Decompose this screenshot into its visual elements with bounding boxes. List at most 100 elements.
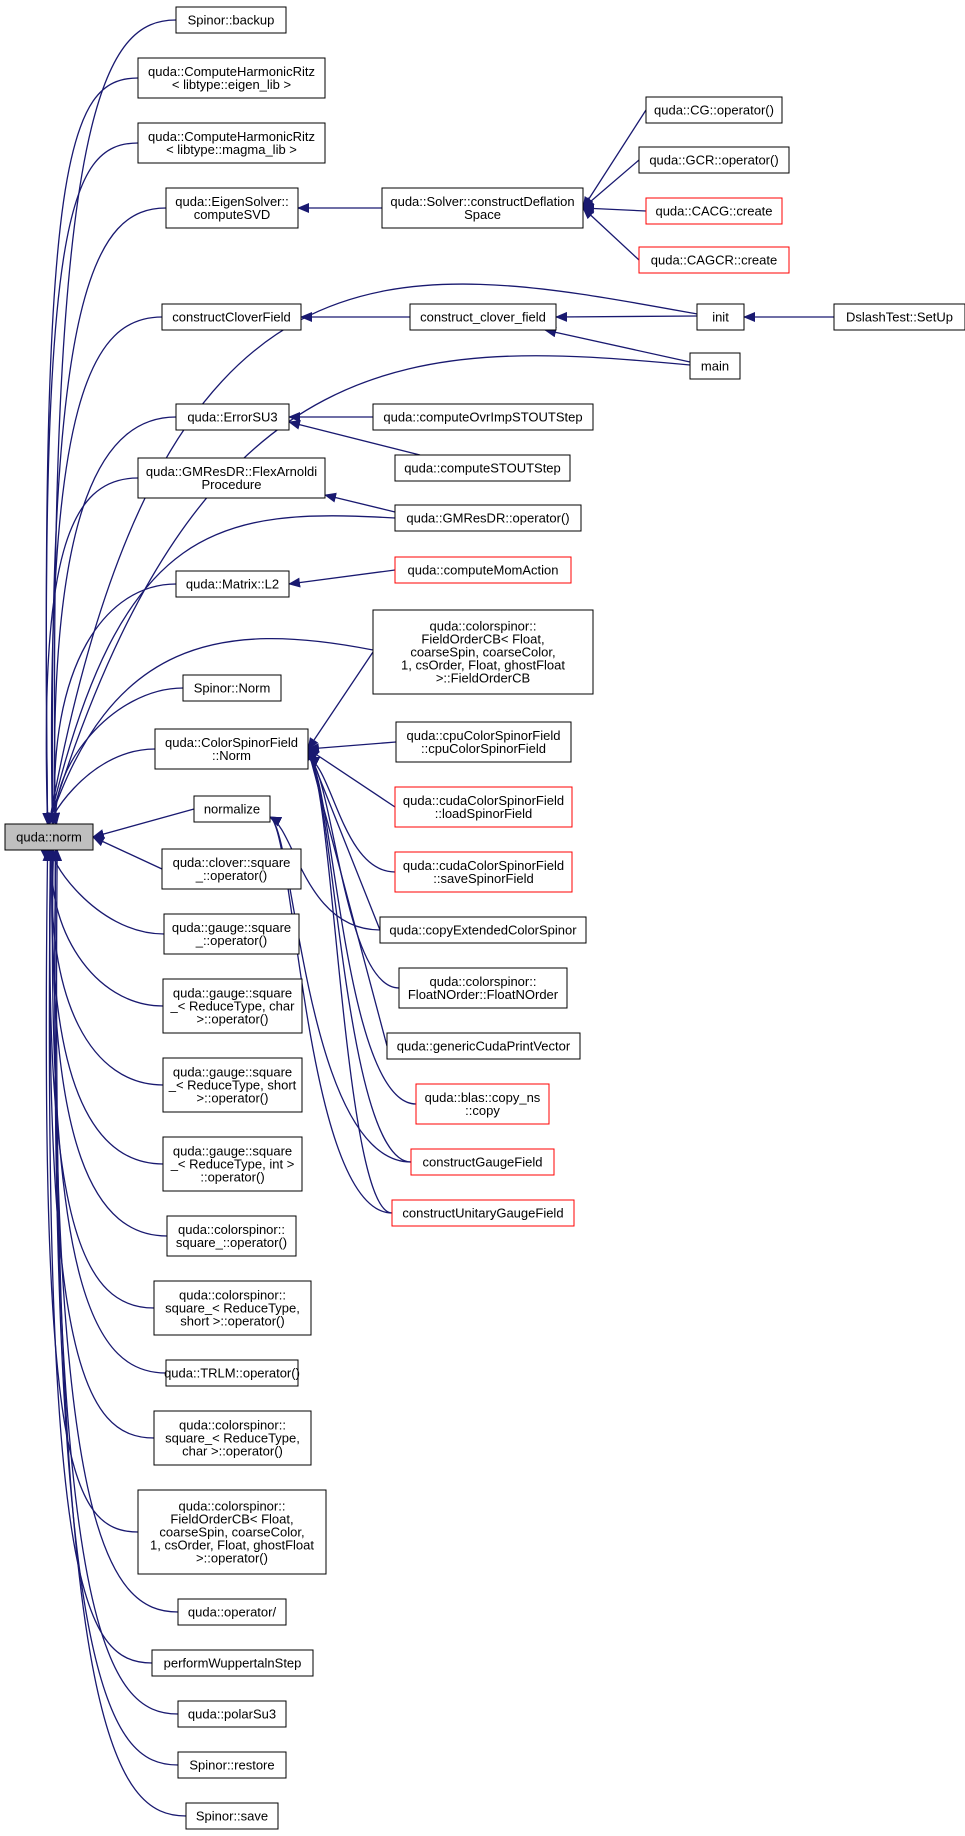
- node-construct-clover-field[interactable]: construct_clover_field: [409, 303, 557, 331]
- node-box: [386, 1032, 581, 1060]
- node-quda-computeharmonicritz-libtype-eigen-lib[interactable]: quda::ComputeHarmonicRitz< libtype::eige…: [137, 57, 326, 99]
- node-normalize[interactable]: normalize: [193, 795, 271, 823]
- node-box: [394, 556, 572, 584]
- node-quda-operator[interactable]: quda::operator/: [177, 1598, 287, 1626]
- node-quda-errorsu3[interactable]: quda::ErrorSU3: [175, 403, 290, 431]
- node-quda-computeharmonicritz-libtype-magma-lib[interactable]: quda::ComputeHarmonicRitz< libtype::magm…: [137, 122, 326, 164]
- node-label: quda::GMResDR::operator(): [406, 511, 569, 526]
- edge-n26-to-n24: [307, 748, 396, 808]
- node-label: quda::colorspinor::: [179, 1288, 286, 1303]
- node-box: [415, 1083, 550, 1125]
- node-quda-trlm-operator[interactable]: quda::TRLM::operator(): [164, 1359, 300, 1387]
- node-label: _::operator(): [195, 868, 268, 883]
- node-constructcloverfield[interactable]: constructCloverField: [161, 303, 302, 331]
- node-box: [182, 674, 282, 702]
- node-quda-cacg-create[interactable]: quda::CACG::create: [645, 197, 783, 225]
- node-quda-gauge-square-reducetype-int-operator[interactable]: quda::gauge::square_< ReduceType, int >:…: [162, 1136, 303, 1192]
- node-label: ::copy: [465, 1103, 500, 1118]
- node-quda-blas-copy-ns-copy[interactable]: quda::blas::copy_ns::copy: [415, 1083, 550, 1125]
- edge-n43-to-root: [45, 849, 155, 1439]
- node-label: quda::copyExtendedColorSpinor: [389, 923, 577, 938]
- node-quda-computestoutstep[interactable]: quda::computeSTOUTStep: [394, 454, 571, 482]
- edge-n35-to-root: [92, 836, 163, 870]
- node-quda-eigensolver-computesvd[interactable]: quda::EigenSolver::computeSVD: [165, 187, 299, 229]
- node-dslashtest-setup[interactable]: DslashTest::SetUp: [833, 303, 965, 331]
- node-init[interactable]: init: [696, 303, 745, 331]
- node-label: quda::blas::copy_ns: [425, 1090, 541, 1105]
- edge-n10-to-root: [47, 316, 163, 825]
- node-quda-colorspinor-square-operator[interactable]: quda::colorspinor::square_::operator(): [166, 1215, 297, 1257]
- node-label: _< ReduceType, int >: [170, 1157, 295, 1172]
- node-quda-clover-square-operator[interactable]: quda::clover::square_::operator(): [161, 848, 302, 890]
- edge-n14-to-root: [47, 355, 691, 825]
- node-label: constructUnitaryGaugeField: [402, 1206, 563, 1221]
- node-label: quda::polarSu3: [188, 1707, 276, 1722]
- node-box: [409, 303, 557, 331]
- edge-n29-to-n24: [307, 756, 400, 989]
- node-box: [175, 403, 290, 431]
- edge-n17-to-n15: [288, 419, 421, 456]
- node-quda-cudacolorspinorfield-loadspinorfield[interactable]: quda::cudaColorSpinorField::loadSpinorFi…: [394, 786, 573, 828]
- node-quda-matrix-l2[interactable]: quda::Matrix::L2: [175, 570, 290, 598]
- node-quda-gauge-square-reducetype-short-operator[interactable]: quda::gauge::square_< ReduceType, short>…: [162, 1057, 303, 1113]
- edge-n9-to-n5: [582, 207, 640, 261]
- node-box: [833, 303, 965, 331]
- node-label: Procedure: [202, 477, 262, 492]
- node-label: construct_clover_field: [420, 310, 546, 325]
- node-quda-colorspinor-square-reducetype-char-operator[interactable]: quda::colorspinor::square_< ReduceType,c…: [153, 1410, 312, 1466]
- node-spinor-save[interactable]: Spinor::save: [185, 1802, 279, 1830]
- node-box: [394, 786, 573, 828]
- node-label: quda::cpuColorSpinorField: [407, 728, 561, 743]
- node-box: [689, 352, 741, 380]
- node-quda-norm[interactable]: quda::norm: [4, 823, 94, 851]
- edge-n33-to-n24: [307, 756, 393, 1214]
- node-label: quda::Matrix::L2: [186, 577, 279, 592]
- node-performwuppertalnstep[interactable]: performWuppertalnStep: [151, 1649, 314, 1677]
- node-label: < libtype::eigen_lib >: [172, 77, 291, 92]
- node-quda-colorspinorfield-norm[interactable]: quda::ColorSpinorField::Norm: [154, 728, 309, 770]
- node-box: [153, 1280, 312, 1336]
- node-main[interactable]: main: [689, 352, 741, 380]
- node-quda-polarsu3[interactable]: quda::polarSu3: [177, 1700, 287, 1728]
- node-label: _::operator(): [195, 933, 268, 948]
- node-box: [398, 967, 568, 1009]
- node-quda-cudacolorspinorfield-savespinorfield[interactable]: quda::cudaColorSpinorField::saveSpinorFi…: [394, 851, 573, 893]
- node-quda-colorspinor-square-reducetype-short-operator[interactable]: quda::colorspinor::square_< ReduceType,s…: [153, 1280, 312, 1336]
- node-box: [193, 795, 271, 823]
- node-spinor-norm[interactable]: Spinor::Norm: [182, 674, 282, 702]
- node-spinor-restore[interactable]: Spinor::restore: [177, 1751, 287, 1779]
- node-quda-gcr-operator[interactable]: quda::GCR::operator(): [638, 146, 790, 174]
- node-quda-colorspinor-floatnorder-floatnorder[interactable]: quda::colorspinor::FloatNOrder::FloatNOr…: [398, 967, 568, 1009]
- node-label: _< ReduceType, char: [170, 999, 296, 1014]
- edge-n44-to-root: [42, 849, 139, 1533]
- node-constructgaugefield[interactable]: constructGaugeField: [410, 1148, 555, 1176]
- edge-n40-to-root: [48, 849, 168, 1237]
- node-box: [137, 122, 326, 164]
- node-label: 1, csOrder, Float, ghostFloat: [401, 658, 565, 673]
- node-label: quda::ErrorSU3: [187, 410, 277, 425]
- node-label: quda::cudaColorSpinorField: [403, 793, 564, 808]
- node-quda-colorspinor-fieldordercb-float-coarsespin-coarsecolor-1-csorder-float-ghostfloat-operator[interactable]: quda::colorspinor::FieldOrderCB< Float,c…: [137, 1489, 327, 1575]
- node-quda-gauge-square-reducetype-char-operator[interactable]: quda::gauge::square_< ReduceType, char>:…: [162, 978, 303, 1034]
- edge-n21-to-n20: [288, 569, 396, 588]
- node-quda-genericcudaprintvector[interactable]: quda::genericCudaPrintVector: [386, 1032, 581, 1060]
- node-quda-cpucolorspinorfield-cpucolorspinorfield[interactable]: quda::cpuColorSpinorField::cpuColorSpino…: [395, 721, 572, 763]
- node-quda-computemomaction[interactable]: quda::computeMomAction: [394, 556, 572, 584]
- node-label: ::Norm: [212, 748, 251, 763]
- node-quda-colorspinor-fieldordercb-float-coarsespin-coarsecolor-1-csorder-float-ghostfloat-fieldordercb[interactable]: quda::colorspinor::FieldOrderCB< Float,c…: [372, 609, 594, 695]
- node-box: [394, 454, 571, 482]
- edge-n12-to-root: [46, 283, 698, 825]
- node-quda-computeovrimpstoutstep[interactable]: quda::computeOvrImpSTOUTStep: [372, 403, 594, 431]
- node-spinor-backup[interactable]: Spinor::backup: [175, 6, 287, 34]
- edge-n18-to-root: [42, 477, 139, 825]
- node-quda-cg-operator[interactable]: quda::CG::operator(): [645, 96, 783, 124]
- node-constructunitarygaugefield[interactable]: constructUnitaryGaugeField: [391, 1199, 575, 1227]
- node-label: main: [701, 359, 729, 374]
- node-quda-gauge-square-operator[interactable]: quda::gauge::square_::operator(): [163, 913, 300, 955]
- node-box: [645, 96, 783, 124]
- node-quda-cagcr-create[interactable]: quda::CAGCR::create: [638, 246, 790, 274]
- node-quda-gmresdr-operator[interactable]: quda::GMResDR::operator(): [394, 504, 582, 532]
- node-quda-copyextendedcolorspinor[interactable]: quda::copyExtendedColorSpinor: [379, 916, 587, 944]
